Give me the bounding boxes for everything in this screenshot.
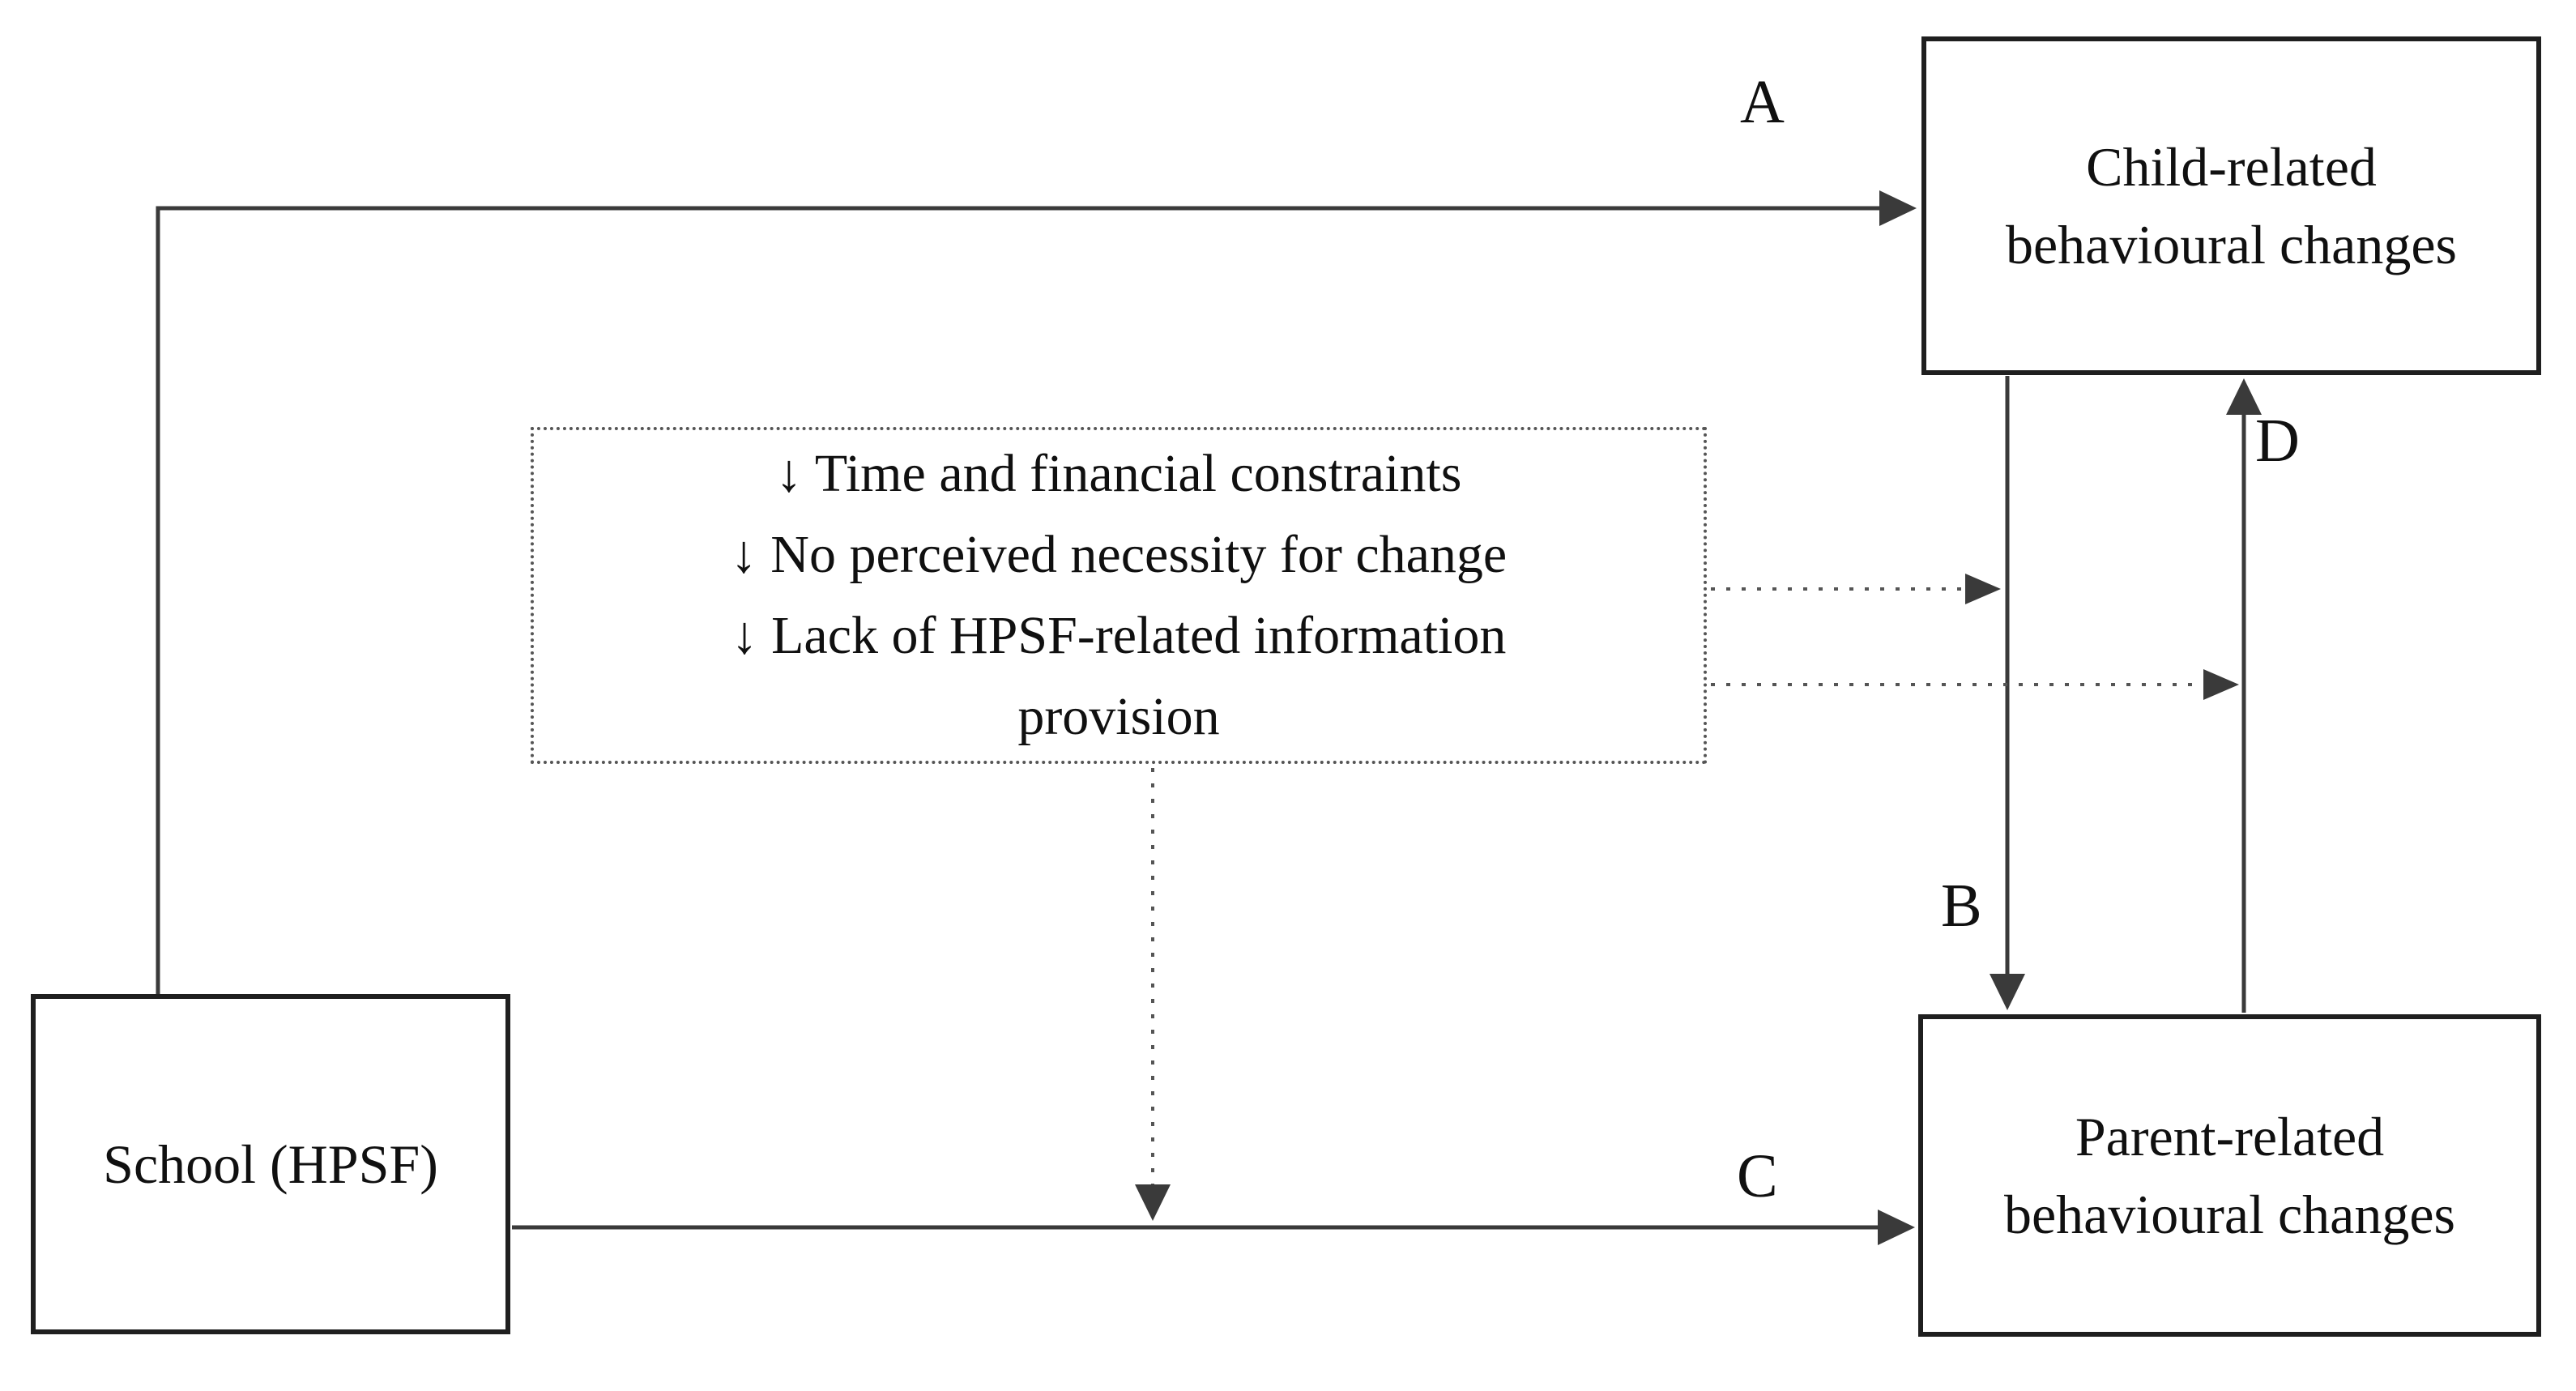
edge-c-arrowhead-icon [1878,1210,1915,1245]
edge-b-arrowhead-icon [1990,974,2025,1010]
node-school-label: School (HPSF) [103,1133,438,1195]
edge-label-b: B [1941,872,1982,940]
edge-a-arrowhead-icon [1879,190,1917,226]
barrier-to-b-arrowhead-icon [1965,574,2001,604]
barrier-to-d-arrowhead-icon [2203,669,2239,700]
barrier-item-no-necessity: ↓ No perceived necessity for change [730,525,1508,584]
edge-label-c: C [1737,1142,1778,1210]
edge-d-arrowhead-icon [2226,378,2262,415]
node-parent-behavioural-changes: Parent-related behavioural changes [1918,1014,2541,1337]
node-parent-label-line2: behavioural changes [2004,1184,2455,1245]
node-child-label-line1: Child-related [2086,136,2377,198]
node-school-hpsf: School (HPSF) [31,994,510,1334]
node-barriers: ↓ Time and financial constraints ↓ No pe… [531,427,1707,764]
barrier-to-c-arrowhead-icon [1135,1184,1171,1221]
barrier-item-time-financial: ↓ Time and financial constraints [775,444,1462,503]
barrier-item-lack-information: ↓ Lack of HPSF-related information [731,606,1507,665]
edge-a-line [156,206,1904,994]
edge-label-a: A [1740,68,1785,136]
node-parent-label-line1: Parent-related [2075,1106,2385,1167]
node-child-label-line2: behavioural changes [2006,214,2457,275]
edge-label-d: D [2255,407,2300,475]
node-child-behavioural-changes: Child-related behavioural changes [1921,36,2541,375]
barrier-item-lack-information-wrap: provision [1017,687,1220,746]
